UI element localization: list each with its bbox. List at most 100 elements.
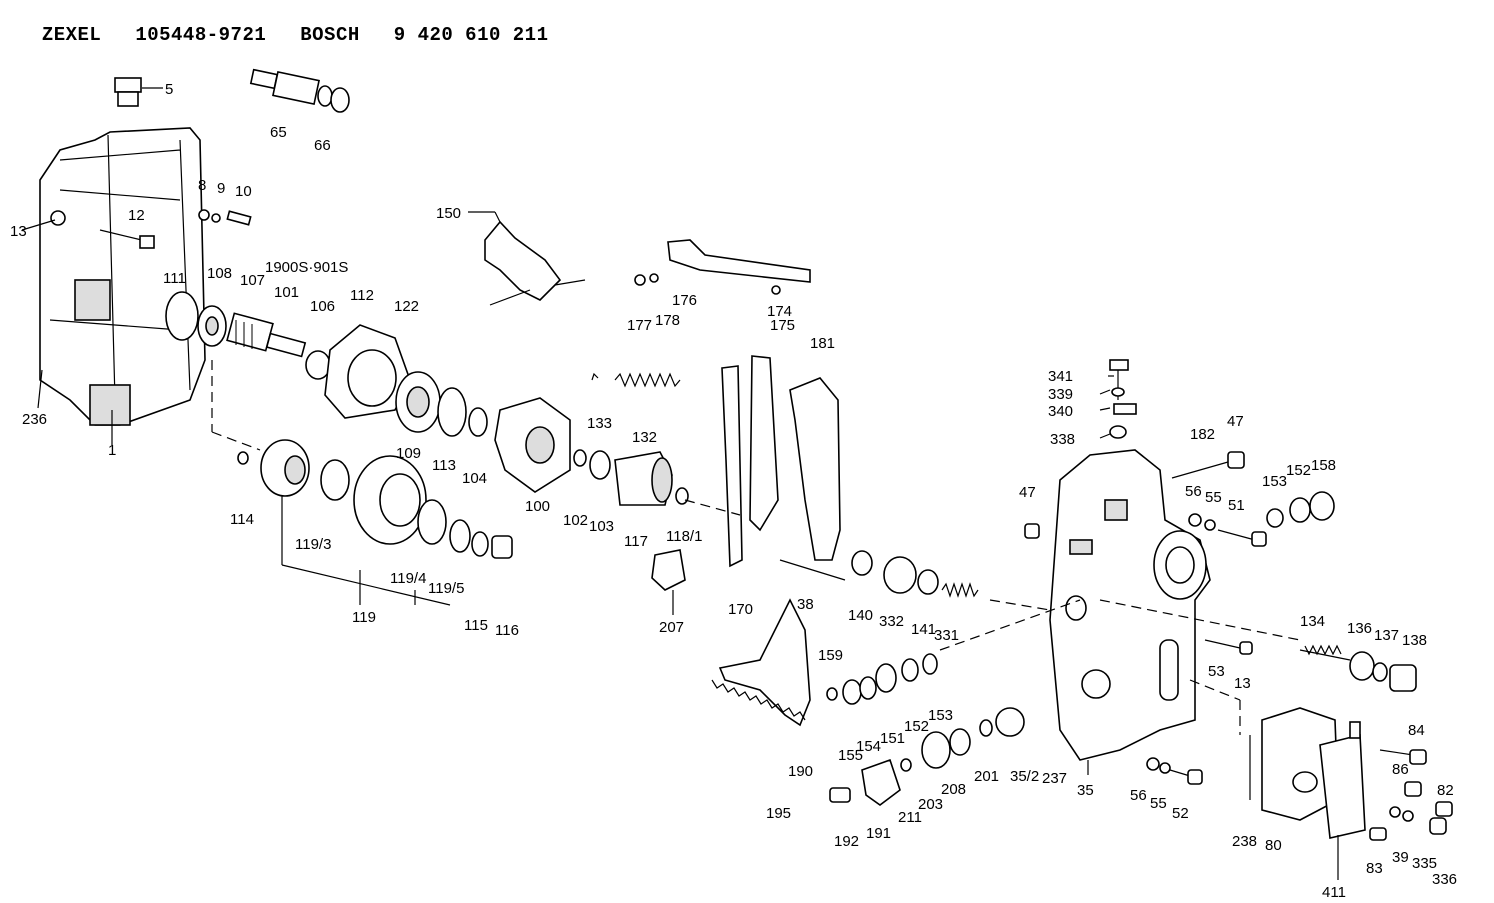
part-label-13: 13: [10, 223, 27, 240]
part-label-195: 195: [766, 805, 791, 822]
part-label-335: 335: [1412, 855, 1437, 872]
part-label-122: 122: [394, 298, 419, 315]
part-label-181: 181: [810, 335, 835, 352]
part-label-203: 203: [918, 796, 943, 813]
part-label-155: 155: [838, 747, 863, 764]
part-label-1: 1: [108, 442, 116, 459]
part-label-411: 411: [1322, 884, 1346, 901]
part-label-177: 177: [627, 317, 652, 334]
brand-zexel: ZEXEL: [41, 24, 102, 46]
part-label-119-4: 119/4: [390, 570, 426, 587]
bottom-bolt-52: [1146, 757, 1203, 785]
cover-plate-238-411: [1261, 707, 1453, 841]
part-label-158: 158: [1311, 457, 1336, 474]
part-label-238: 238: [1232, 833, 1257, 850]
lever-150: [484, 220, 586, 306]
part-label-113: 113: [432, 457, 456, 474]
part-label-65: 65: [270, 124, 287, 141]
part-label-211: 211: [898, 809, 922, 826]
washers-row-151-155: [826, 653, 938, 705]
sleeve-117-and-washers: [573, 449, 689, 506]
part-label-12: 12: [128, 207, 145, 224]
flange-housing-112: [324, 324, 411, 419]
part-label-340: 340: [1048, 403, 1073, 420]
part-label-109: 109: [396, 445, 421, 462]
governor-cover-housing: [39, 127, 206, 426]
part-label-114: 114: [230, 511, 254, 528]
part-label-141: 141: [911, 621, 936, 638]
brand-bosch: BOSCH: [300, 24, 360, 46]
part-label-138: 138: [1402, 632, 1427, 649]
adjust-screw-134: [1204, 639, 1417, 692]
part-label-84: 84: [1408, 722, 1425, 739]
part-label-10: 10: [235, 183, 252, 200]
part-label-170: 170: [728, 601, 753, 618]
part-label-39: 39: [1392, 849, 1409, 866]
part-label-115: 115: [464, 617, 488, 634]
part-number-zexel: 105448-9721: [135, 24, 267, 46]
part-label-338: 338: [1050, 431, 1075, 448]
control-levers-170: [651, 355, 841, 591]
leader-lines: [21, 87, 1339, 880]
part-label-1900S-901S: 1900S·901S: [265, 259, 348, 276]
part-label-119-3: 119/3: [295, 536, 331, 553]
part-label-119-5: 119/5: [428, 580, 464, 597]
lower-small-parts: [829, 707, 1025, 806]
part-label-107: 107: [240, 272, 265, 289]
part-label-55: 55: [1150, 795, 1167, 812]
diagram-header: ZEXEL 105448-9721 BOSCH 9 420 610 211: [18, 2, 583, 46]
part-label-82: 82: [1437, 782, 1454, 799]
part-label-140: 140: [848, 607, 873, 624]
part-label-104: 104: [462, 470, 487, 487]
part-label-119: 119: [352, 609, 376, 626]
part-label-152: 152: [904, 718, 929, 735]
assembly-guide-lines: [211, 360, 1301, 735]
part-label-86: 86: [1392, 761, 1409, 778]
part-label-8: 8: [198, 177, 206, 194]
part-label-331: 331: [934, 627, 959, 644]
part-label-191: 191: [866, 825, 891, 842]
part-label-151: 151: [880, 730, 905, 747]
part-label-201: 201: [974, 768, 999, 785]
part-label-182: 182: [1190, 426, 1215, 443]
part-label-102: 102: [563, 512, 588, 529]
tension-lever-190: [711, 598, 811, 727]
top-bolt-stack-338-341: [1109, 359, 1137, 439]
part-label-35-2: 35/2: [1010, 768, 1039, 785]
part-label-153: 153: [1262, 473, 1287, 490]
part-label-101: 101: [274, 284, 299, 301]
spring-132: [591, 372, 681, 388]
part-label-53: 53: [1208, 663, 1225, 680]
part-label-66: 66: [314, 137, 331, 154]
part-label-9: 9: [217, 180, 225, 197]
part-label-133: 133: [587, 415, 612, 432]
part-label-47: 47: [1227, 413, 1244, 430]
part-label-132: 132: [632, 429, 657, 446]
drive-shaft-assembly: [165, 291, 331, 380]
bracket-174: [634, 239, 811, 295]
part-label-153: 153: [928, 707, 953, 724]
part-label-47: 47: [1019, 484, 1036, 501]
part-number-bosch: 9 420 610 211: [393, 24, 549, 46]
bearing-and-rings: [395, 371, 488, 437]
part-label-134: 134: [1300, 613, 1325, 630]
part-label-237: 237: [1042, 770, 1067, 787]
part-label-83: 83: [1366, 860, 1383, 877]
part-label-190: 190: [788, 763, 813, 780]
part-label-13: 13: [1234, 675, 1251, 692]
part-label-56: 56: [1130, 787, 1147, 804]
part-label-118-1: 118/1: [666, 528, 702, 545]
shaft-38-and-parts: [779, 550, 979, 598]
part-label-55: 55: [1205, 489, 1222, 506]
part-label-38: 38: [797, 596, 814, 613]
lower-gear-assembly: [237, 439, 513, 559]
part-label-52: 52: [1172, 805, 1189, 822]
part-label-117: 117: [624, 533, 648, 550]
oil-plug-bolt: [114, 77, 142, 107]
part-label-159: 159: [818, 647, 843, 664]
part-label-174: 174: [767, 303, 792, 320]
part-label-341: 341: [1048, 368, 1073, 385]
governor-housing-35: [1049, 449, 1211, 761]
part-label-175: 175: [770, 317, 795, 334]
